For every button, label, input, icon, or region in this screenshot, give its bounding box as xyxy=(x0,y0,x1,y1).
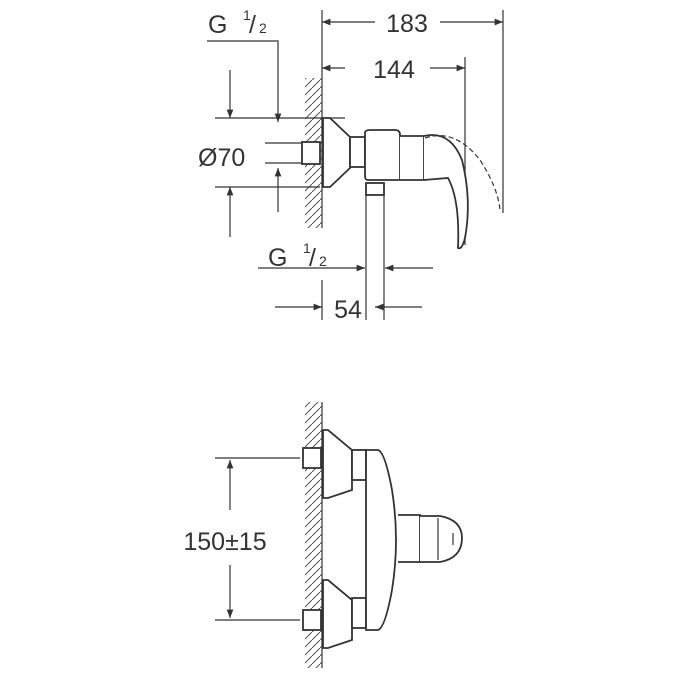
outlet-thread-den: 2 xyxy=(319,253,327,269)
lower-nut xyxy=(351,597,367,629)
cartridge-housing xyxy=(398,514,421,563)
lower-inlet-pipe xyxy=(302,609,322,631)
lever-handle xyxy=(423,134,469,250)
inlet-thread-den: 2 xyxy=(259,20,267,36)
lever-handle xyxy=(420,515,463,563)
dimension-183: 183 xyxy=(386,10,428,38)
front-view: 150±15 xyxy=(183,402,463,668)
dimension-144: 144 xyxy=(373,56,415,84)
mixer-body xyxy=(365,449,397,631)
side-view: 183 144 G 1 / 2 Ø70 G 1 / xyxy=(198,7,504,324)
inlet-thread-slash: / xyxy=(249,11,256,39)
lower-escutcheon xyxy=(322,579,353,649)
inlet-thread-num: 1 xyxy=(243,7,251,23)
dimension-54: 54 xyxy=(334,296,362,324)
upper-inlet-pipe xyxy=(302,447,322,469)
outlet-thread-letter: G xyxy=(268,244,287,272)
outlet-nut xyxy=(365,182,385,196)
lever-open-position xyxy=(424,135,501,211)
dimension-150-15: 150±15 xyxy=(183,528,266,556)
nut xyxy=(349,136,366,168)
inlet-pipe xyxy=(301,141,321,165)
dimension-diameter-70: Ø70 xyxy=(198,144,245,172)
outlet-thread-num: 1 xyxy=(303,240,311,256)
upper-nut xyxy=(351,449,367,481)
outlet-thread-slash: / xyxy=(309,244,316,272)
escutcheon xyxy=(322,117,351,188)
mixer-body xyxy=(364,129,401,181)
inlet-thread-letter: G xyxy=(208,11,227,39)
upper-escutcheon xyxy=(322,429,353,499)
